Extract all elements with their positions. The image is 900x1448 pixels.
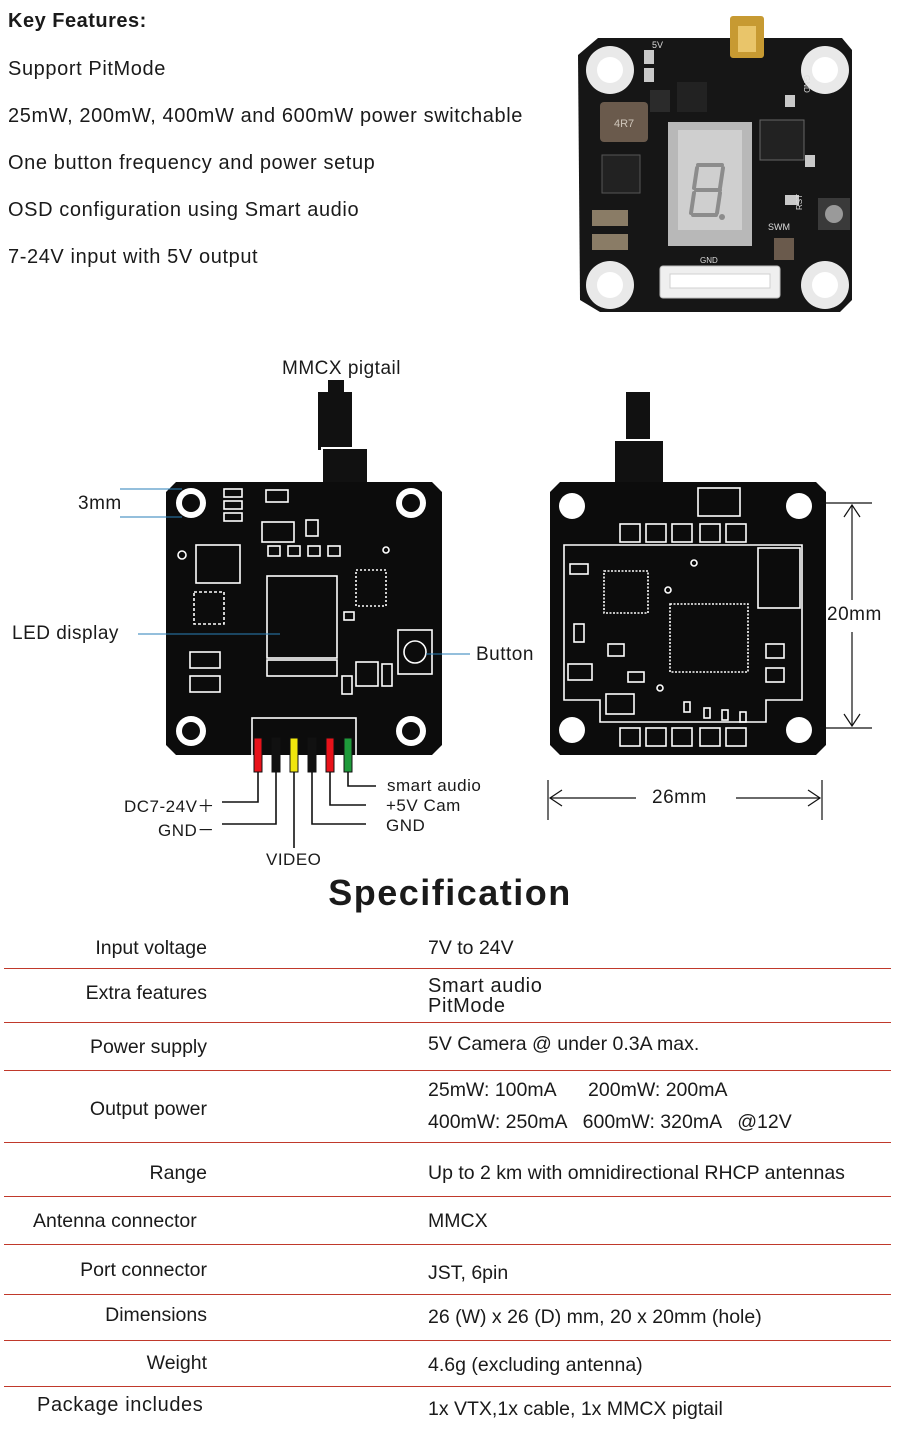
height-dimension-label: 20mm [827, 604, 882, 625]
wire-pin [271, 737, 281, 773]
spec-label: Package includes [37, 1394, 204, 1416]
spec-label: Output power [89, 1098, 207, 1120]
wire-pin [307, 737, 317, 773]
spec-value: Smart audio [428, 975, 543, 997]
feature-item: 7-24V input with 5V output [8, 246, 259, 268]
width-dimension-label: 26mm [652, 787, 707, 808]
spec-value: Up to 2 km with omnidirectional RHCP ant… [428, 1162, 845, 1184]
pin-label-video: VIDEO [266, 850, 322, 869]
wire-pin [343, 737, 353, 773]
spec-value: PitMode [428, 995, 506, 1017]
vtx-wiring-diagram [120, 380, 872, 848]
spec-row-divider [4, 1142, 891, 1143]
spec-row-divider [4, 968, 891, 969]
hole-size-label: 3mm [78, 493, 122, 514]
pin-label-dc-input: DC7-24V＋ [124, 797, 215, 816]
specification-title: Specification [328, 872, 572, 913]
wire-pin [325, 737, 335, 773]
dimension-lines [547, 502, 872, 820]
spec-row-divider [4, 1386, 891, 1387]
spec-label: Range [149, 1162, 207, 1184]
spec-label: Extra features [85, 982, 207, 1004]
spec-value: 400mW: 250mA 600mW: 320mA @12V [428, 1111, 792, 1133]
back-board [550, 392, 826, 755]
spec-value: 5V Camera @ under 0.3A max. [428, 1033, 700, 1055]
spec-label: Power supply [89, 1036, 207, 1058]
spec-label: Dimensions [105, 1304, 207, 1326]
spec-label: Weight [146, 1352, 207, 1374]
spec-label: Input voltage [95, 937, 207, 959]
spec-row-divider [4, 1340, 891, 1341]
silk-swm-text: SWM [768, 222, 790, 232]
mmcx-pigtail-label: MMCX pigtail [282, 358, 401, 379]
spec-value: JST, 6pin [428, 1262, 509, 1284]
spec-value: 4.6g (excluding antenna) [428, 1354, 643, 1376]
pin-label-smart-audio: smart audio [387, 776, 482, 795]
silk-gnd-bottom-text: GND [700, 256, 718, 265]
vtx-product-photo: 4R7 5V GND SWM RST GND [578, 16, 852, 312]
spec-row-divider [4, 1294, 891, 1295]
spec-row-divider [4, 1196, 891, 1197]
wire-pin [253, 737, 263, 773]
feature-item: One button frequency and power setup [8, 152, 376, 174]
feature-item: Support PitMode [8, 58, 166, 80]
spec-value: 1x VTX,1x cable, 1x MMCX pigtail [428, 1398, 723, 1420]
spec-value: 26 (W) x 26 (D) mm, 20 x 20mm (hole) [428, 1306, 762, 1328]
silk-rst-text: RST [795, 194, 804, 210]
button-label: Button [476, 644, 534, 665]
spec-row-divider [4, 1022, 891, 1023]
inductor-icon [600, 102, 648, 142]
pin-label-gnd-left: GND－ [158, 821, 215, 840]
spec-value: 7V to 24V [428, 937, 514, 959]
wire-pins [253, 737, 353, 773]
silk-gnd-top-text: GND [802, 75, 811, 93]
key-features-title: Key Features: [8, 10, 147, 32]
wire-pin [289, 737, 299, 773]
inductor-silk-text: 4R7 [614, 118, 634, 130]
feature-item: OSD configuration using Smart audio [8, 199, 360, 221]
pin-label-gnd-right: GND [386, 816, 426, 835]
front-board [166, 380, 442, 759]
spec-row-divider [4, 1070, 891, 1071]
spec-value: 25mW: 100mA 200mW: 200mA [428, 1079, 728, 1101]
spec-row-divider [4, 1244, 891, 1245]
spec-label: Antenna connector [33, 1210, 197, 1232]
feature-item: 25mW, 200mW, 400mW and 600mW power switc… [8, 105, 523, 127]
pin-label-5v-cam: +5V Cam [386, 796, 461, 815]
mounting-hole-icon [586, 46, 849, 309]
spec-label: Port connector [80, 1259, 207, 1281]
led-display-label: LED display [12, 623, 119, 644]
silk-5v-text: 5V [652, 40, 663, 50]
spec-value: MMCX [428, 1210, 488, 1232]
